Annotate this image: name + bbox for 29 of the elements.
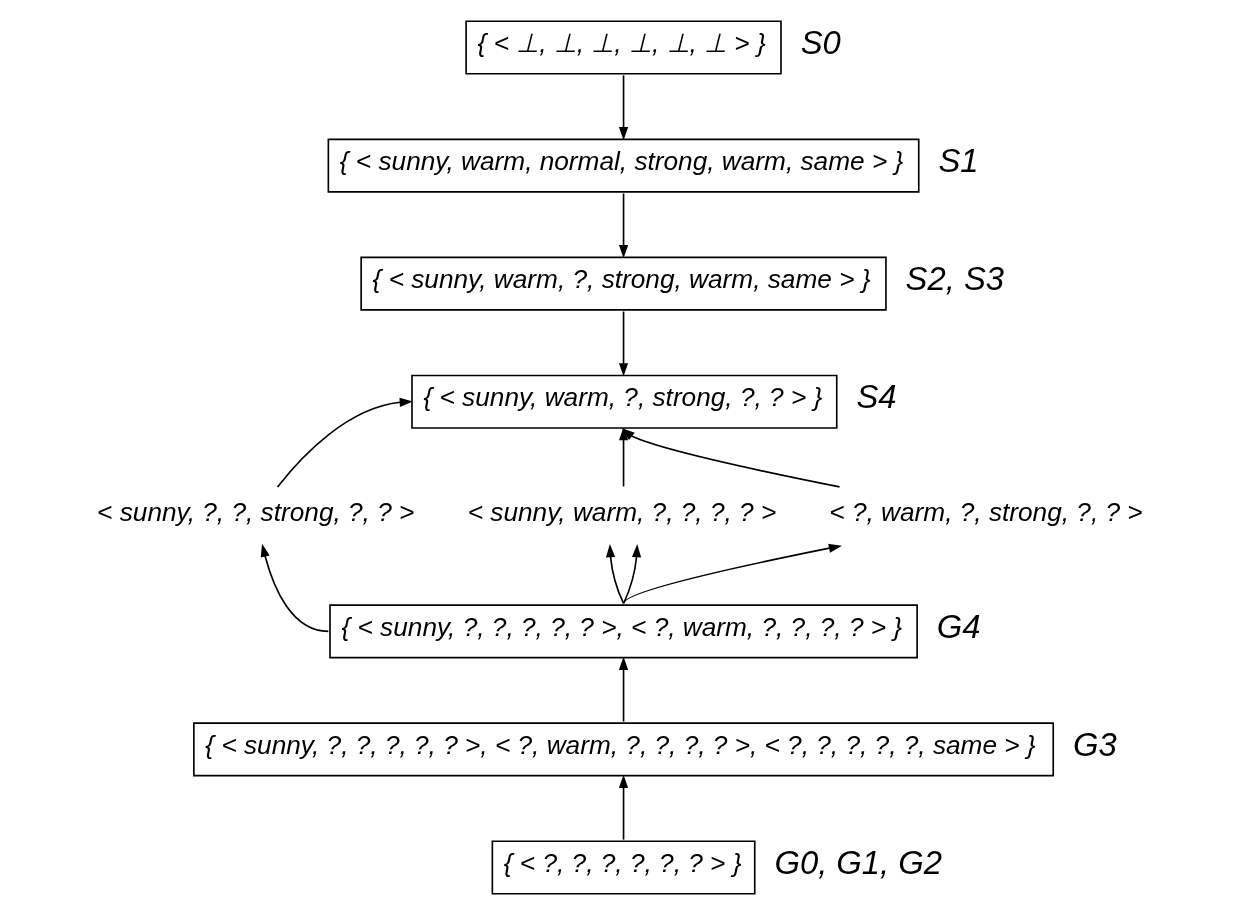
node-text: < sunny, ?, ?, strong, ?, ? > [96, 497, 414, 528]
node-box: { < sunny, warm, normal, strong, warm, same > } [327, 138, 920, 193]
node-label: G0, G1, G2 [773, 844, 942, 882]
arrow [618, 656, 628, 723]
node-label: S1 [937, 142, 979, 180]
node-box: { < sunny, warm, ?, strong, warm, same > } [359, 256, 887, 311]
node-box: { < ?, ?, ?, ?, ?, ? > } [491, 840, 756, 895]
arrow [276, 397, 413, 488]
arrow [622, 543, 842, 605]
arrow [260, 543, 329, 633]
node-box: { < sunny, ?, ?, ?, ?, ? >, < ?, warm, ?, ?, ?, ? >, < ?, ?, ?, ?, ?, same > } [192, 722, 1054, 777]
arrow [618, 310, 628, 377]
arrow [618, 192, 628, 259]
arrow [618, 74, 628, 141]
arrow [618, 427, 628, 488]
node-box: { < sunny, ?, ?, ?, ?, ? >, < ?, warm, ?, ?, ?, ? > } [328, 604, 918, 659]
arrow [618, 774, 628, 841]
node-label: S0 [800, 24, 841, 62]
node-label: S2, S3 [905, 260, 1004, 298]
arrow [605, 544, 624, 605]
node-label: S4 [855, 378, 897, 416]
node-label: G3 [1072, 725, 1117, 763]
node-label: G4 [936, 607, 981, 645]
node-text: < ?, warm, ?, strong, ?, ? > [828, 497, 1143, 528]
node-box: { < ⊥, ⊥, ⊥, ⊥, ⊥, ⊥ > } [464, 20, 782, 75]
node-text: < sunny, warm, ?, ?, ?, ? > [467, 497, 776, 528]
arrow [622, 544, 641, 604]
arrow [621, 428, 840, 488]
node-box: { < sunny, warm, ?, strong, ?, ? > } [410, 374, 838, 429]
